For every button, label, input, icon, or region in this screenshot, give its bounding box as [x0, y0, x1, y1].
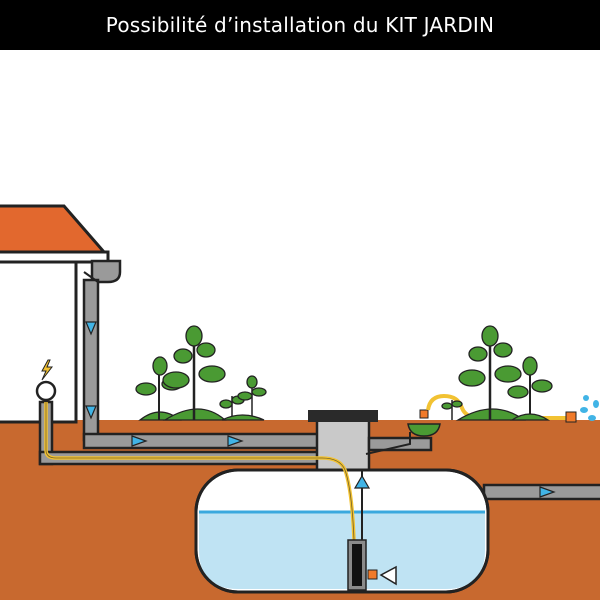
water-tank	[194, 468, 490, 594]
overflow-pipe	[482, 483, 600, 501]
flow-arrow-icon	[85, 321, 97, 336]
gutter-downspout	[82, 259, 122, 442]
filter-manhole	[308, 410, 378, 477]
water-spray-icon	[580, 395, 599, 421]
installation-diagram	[0, 204, 600, 600]
flow-arrow-icon	[85, 405, 97, 420]
house-wall	[0, 260, 78, 424]
flow-arrow-icon	[539, 486, 556, 498]
flow-arrow-icon	[353, 474, 371, 489]
house-eave	[0, 250, 110, 264]
plants-right	[441, 325, 553, 421]
house-roof	[0, 204, 108, 254]
page-title: Possibilité d’installation du KIT JARDIN	[105, 13, 495, 37]
outlet-pipe	[365, 432, 433, 455]
flow-arrow-icon	[227, 435, 244, 447]
power-outlet	[35, 380, 57, 402]
submersible-pump	[347, 539, 397, 591]
power-cable-outline	[45, 402, 355, 541]
title-bar: Possibilité d’installation du KIT JARDIN	[0, 0, 600, 50]
flow-arrow-icon	[131, 435, 148, 447]
flow-arrow-icon	[379, 565, 397, 586]
inlet-pipe	[82, 432, 322, 450]
pump-valve	[367, 569, 378, 580]
delivery-pipe	[353, 470, 371, 540]
lightning-icon	[41, 359, 54, 381]
manhole-lid	[308, 410, 378, 422]
hose-nozzle	[565, 411, 577, 423]
garden-tap	[407, 409, 441, 437]
house	[0, 204, 110, 424]
plants-left	[135, 325, 267, 421]
